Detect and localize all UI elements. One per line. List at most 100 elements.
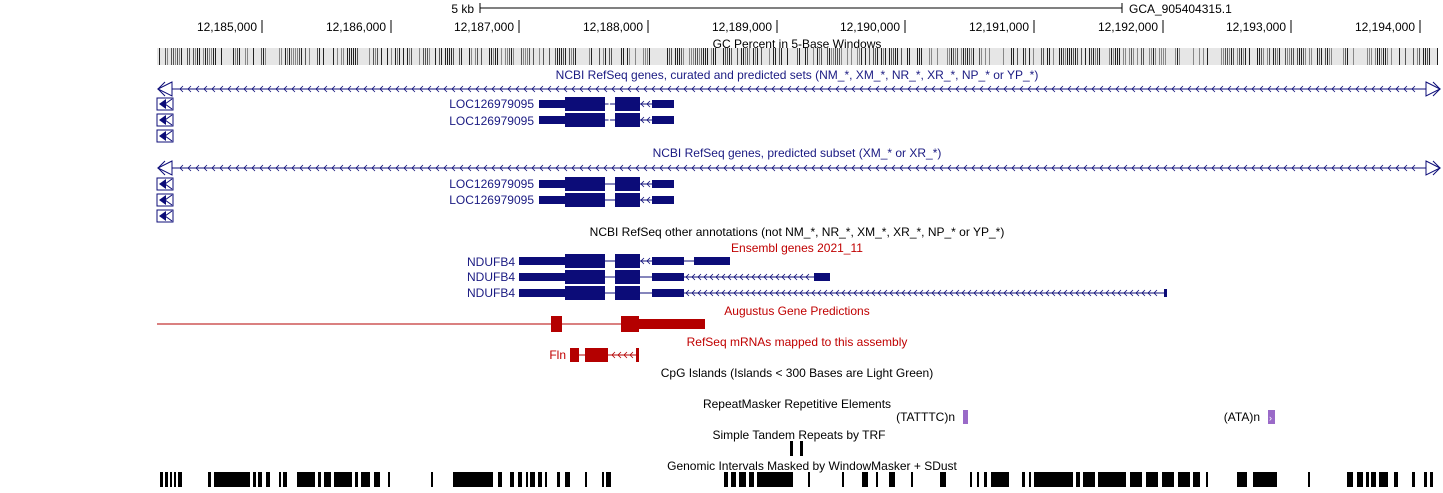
gc-bar: [369, 48, 370, 65]
gc-bar: [761, 48, 762, 65]
augustus-title: Augustus Gene Predictions: [724, 304, 869, 318]
refseq-mrna-model[interactable]: [570, 348, 639, 362]
ruler-tick-label: 12,193,000: [1226, 20, 1286, 34]
augustus-gene-model[interactable]: [157, 316, 705, 332]
strand-arrow: [227, 164, 232, 172]
strand-arrow: [923, 164, 928, 172]
gc-bar: [497, 48, 498, 65]
trf-element-2[interactable]: [800, 441, 803, 456]
masked-interval: [1130, 472, 1142, 487]
strand-arrow: [997, 289, 1002, 297]
strand-arrow: [1387, 85, 1392, 93]
gc-bar: [837, 48, 838, 65]
strand-arrow: [1195, 85, 1200, 93]
strand-arrow: [733, 273, 738, 281]
ensembl-gene-label-1[interactable]: NDUFB4: [467, 255, 515, 269]
strand-arrow: [307, 85, 312, 93]
strand-arrow: [640, 180, 645, 188]
gc-bar: [833, 48, 834, 65]
gc-bar: [461, 48, 462, 65]
refseq-all-gene-label-2[interactable]: LOC126979095: [449, 114, 534, 128]
gc-bar: [917, 48, 918, 65]
strand-arrow: [1035, 85, 1040, 93]
repeat-label-1[interactable]: (TATTTC)n: [896, 410, 955, 424]
strand-arrow: [1291, 85, 1296, 93]
gc-percent-track[interactable]: [157, 48, 1438, 65]
strand-arrow: [283, 164, 288, 172]
strand-arrow: [1163, 164, 1168, 172]
refseq-predicted-gene-models[interactable]: [539, 177, 674, 207]
refseq-predicted-long-transcript[interactable]: [156, 160, 1442, 176]
gc-bar: [477, 48, 478, 65]
gc-bar: [973, 48, 974, 65]
gc-bar: [737, 48, 738, 65]
gc-bar: [957, 48, 958, 65]
gc-bar: [279, 48, 280, 65]
gc-bar: [501, 48, 502, 65]
strand-arrow: [627, 85, 632, 93]
strand-arrow: [1331, 164, 1336, 172]
strand-arrow: [411, 164, 416, 172]
augustus-exon: [639, 319, 705, 329]
ensembl-gene-label-3[interactable]: NDUFB4: [467, 286, 515, 300]
repeat-element-1[interactable]: [963, 410, 968, 424]
gc-bar: [705, 48, 706, 65]
repeat-label-2[interactable]: (ATA)n: [1224, 410, 1260, 424]
masked-interval: [1308, 472, 1310, 487]
gc-bar: [689, 48, 690, 65]
edge-marker-arrow: [164, 114, 173, 126]
strand-arrow: [1107, 85, 1112, 93]
gc-bar: [1149, 48, 1150, 65]
refseq-all-gene-models[interactable]: [539, 97, 674, 127]
refseq-mrna-gene-label[interactable]: Fln: [549, 348, 566, 362]
strand-arrow: [1347, 164, 1352, 172]
gc-bar: [963, 48, 964, 65]
strand-arrow: [307, 164, 312, 172]
strand-arrow: [1063, 289, 1068, 297]
strand-arrow: [603, 85, 608, 93]
strand-arrow: [709, 273, 714, 281]
strand-arrow: [947, 164, 952, 172]
gc-bar: [743, 48, 744, 65]
strand-arrow: [683, 164, 688, 172]
strand-arrow: [723, 85, 728, 93]
refseq-all-long-transcript[interactable]: [156, 81, 1442, 97]
strand-arrow: [805, 289, 810, 297]
trf-element-1[interactable]: [790, 441, 793, 456]
strand-arrow: [691, 289, 696, 297]
strand-arrow: [587, 85, 592, 93]
exon-block: [814, 273, 830, 281]
strand-arrow: [915, 85, 920, 93]
strand-arrow: [387, 85, 392, 93]
gc-bar: [569, 48, 570, 65]
gc-bar: [931, 48, 932, 65]
exon-block: [615, 97, 640, 111]
gc-bar: [1089, 48, 1090, 65]
gc-bar: [1301, 48, 1302, 65]
ensembl-gene-models[interactable]: [519, 254, 1167, 300]
gc-bar: [769, 48, 770, 65]
strand-arrow: [475, 85, 480, 93]
refseq-predicted-gene-label-2[interactable]: LOC126979095: [449, 193, 534, 207]
repeat-element-2[interactable]: [1268, 410, 1275, 424]
gc-bar: [491, 48, 492, 65]
strand-arrow: [235, 85, 240, 93]
refseq-predicted-gene-label-1[interactable]: LOC126979095: [449, 177, 534, 191]
gc-bar: [539, 48, 540, 65]
strand-arrow: [646, 180, 651, 188]
gc-bar: [1161, 48, 1162, 65]
windowmasker-intervals[interactable]: [160, 472, 1433, 487]
strand-arrow: [891, 164, 896, 172]
gc-bar: [929, 48, 930, 65]
masked-interval: [334, 472, 352, 487]
gc-bar: [919, 48, 920, 65]
refseq-all-gene-label-1[interactable]: LOC126979095: [449, 97, 534, 111]
gc-bar: [873, 48, 874, 65]
gc-bar: [281, 48, 282, 65]
gc-bar: [779, 48, 780, 65]
ensembl-gene-label-2[interactable]: NDUFB4: [467, 270, 515, 284]
gc-bar: [723, 48, 724, 65]
gc-bar: [1073, 48, 1074, 65]
gc-bar: [319, 48, 320, 65]
